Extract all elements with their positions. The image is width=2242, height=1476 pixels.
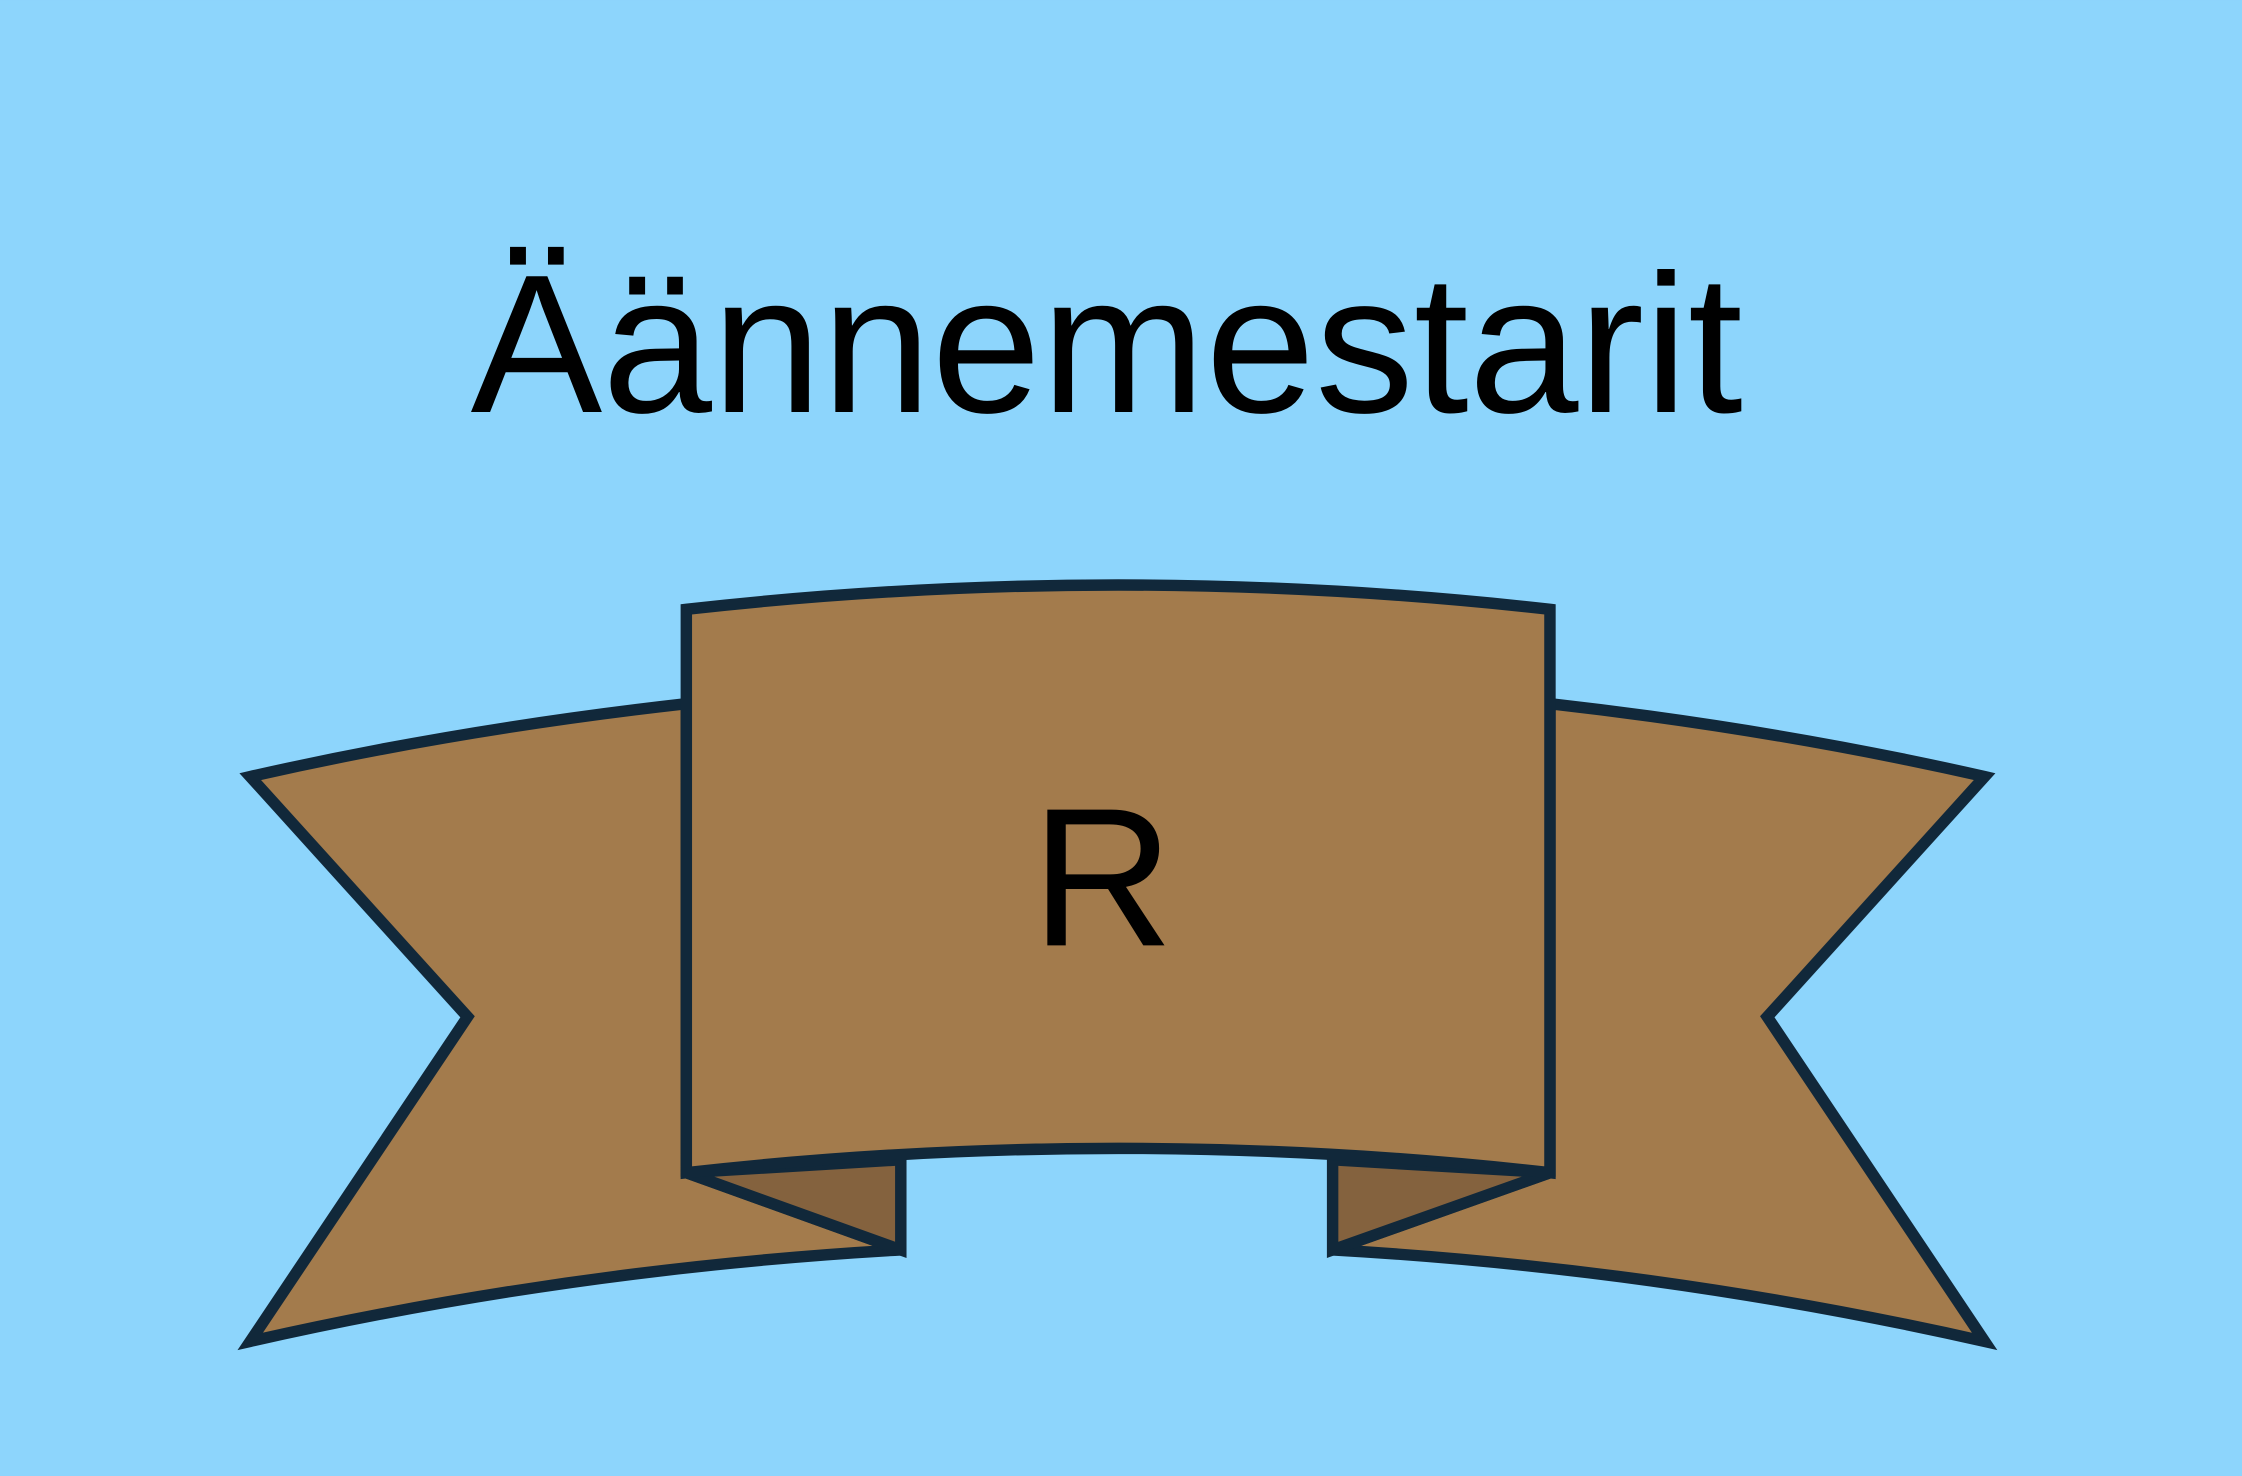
badge-letter: R — [1031, 766, 1173, 987]
ribbon-left-wing — [237, 697, 903, 1351]
ribbon-center-panel — [680, 579, 1556, 1180]
ribbon-right-wing — [1330, 697, 1998, 1351]
badge-title: Äännemestarit — [471, 233, 1743, 454]
ribbon — [237, 579, 1998, 1351]
